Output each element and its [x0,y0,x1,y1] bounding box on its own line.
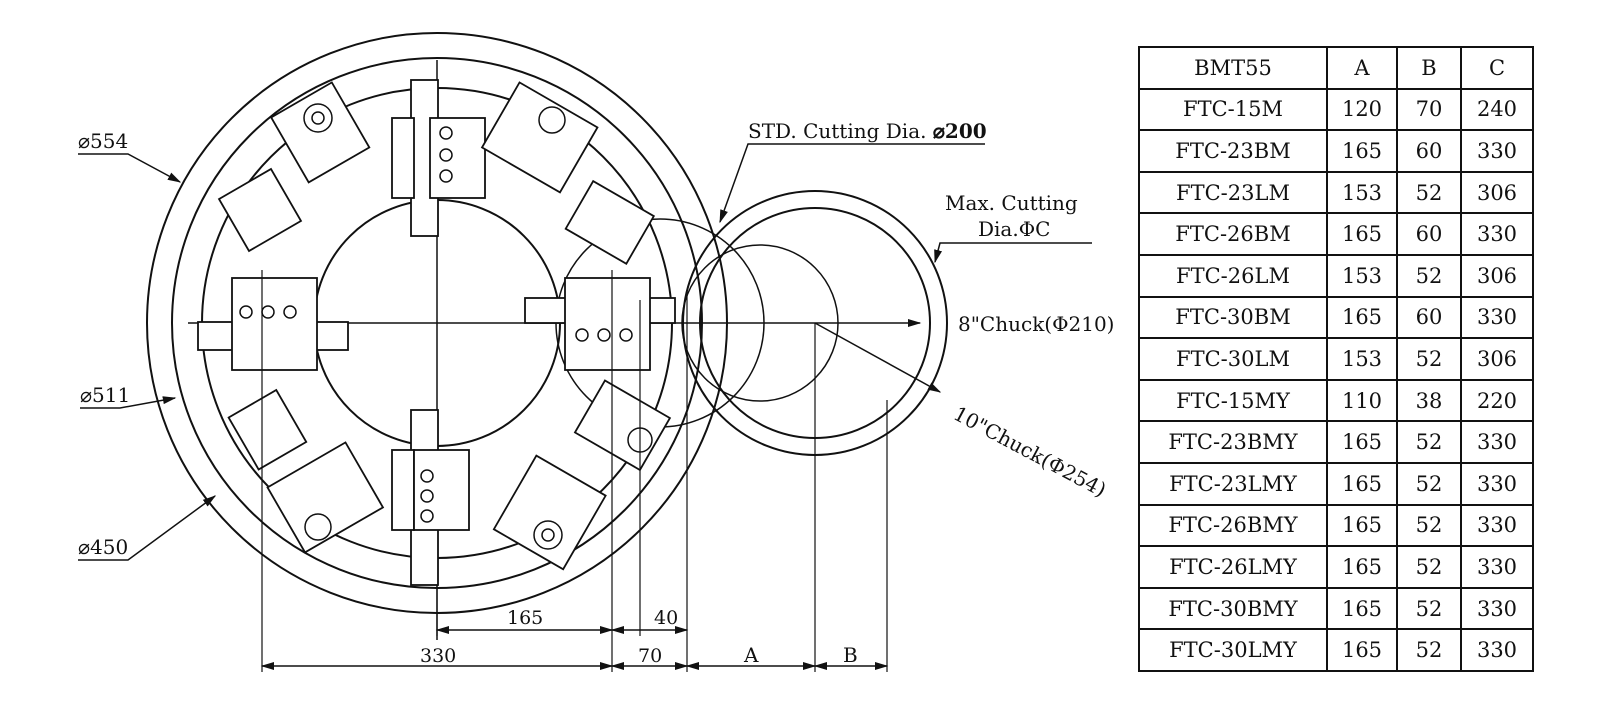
b-cell: 52 [1396,461,1462,506]
label-chuck8: 8"Chuck(Φ210) [958,312,1114,336]
label-std-cutting-value: ⌀200 [933,119,987,143]
a-cell: 165 [1326,503,1398,548]
model-cell: FTC-23BMY [1138,420,1328,464]
header-model: BMT55 [1138,46,1328,90]
a-cell: 165 [1326,545,1398,589]
b-cell: 52 [1396,337,1462,381]
a-cell: 110 [1326,378,1398,423]
label-max-cutting-dia: Dia.ΦC [978,217,1050,241]
b-cell: 52 [1396,503,1462,548]
table-header-row: BMT55 A B C [1138,46,1534,90]
header-c: C [1460,46,1534,90]
c-cell: 330 [1460,295,1534,340]
model-cell: FTC-15MY [1138,378,1328,423]
label-d511: ⌀511 [80,383,130,407]
label-d450: ⌀450 [78,535,128,559]
b-cell: 70 [1396,87,1462,132]
a-cell: 165 [1326,461,1398,506]
model-cell: FTC-26BMY [1138,503,1328,548]
c-cell: 330 [1460,586,1534,631]
c-cell: 330 [1460,212,1534,256]
a-cell: 165 [1326,420,1398,464]
c-cell: 330 [1460,420,1534,464]
dim-70: 70 [638,645,662,667]
b-cell: 52 [1396,253,1462,298]
a-cell: 165 [1326,295,1398,340]
model-cell: FTC-30LM [1138,337,1328,381]
model-cell: FTC-23LMY [1138,461,1328,506]
a-cell: 165 [1326,628,1398,672]
header-a: A [1326,46,1398,90]
b-cell: 60 [1396,129,1462,173]
dim-B: B [843,643,858,667]
turret-drawing: ⌀554 ⌀511 ⌀450 STD. Cutting Dia. ⌀200 Ma… [78,32,1114,672]
b-cell: 52 [1396,628,1462,672]
c-cell: 330 [1460,628,1534,672]
model-cell: FTC-26BM [1138,212,1328,256]
c-cell: 330 [1460,545,1534,589]
dim-40: 40 [654,607,678,629]
label-std-cutting: STD. Cutting Dia. [748,119,927,143]
a-cell: 153 [1326,253,1398,298]
a-cell: 153 [1326,170,1398,215]
c-cell: 306 [1460,170,1534,215]
a-cell: 165 [1326,212,1398,256]
c-cell: 306 [1460,253,1534,298]
header-b: B [1396,46,1462,90]
b-cell: 60 [1396,212,1462,256]
label-chuck10: 10"Chuck(Φ254) [950,401,1111,502]
b-cell: 52 [1396,586,1462,631]
label-max-cutting: Max. Cutting [945,191,1078,215]
c-cell: 306 [1460,337,1534,381]
model-cell: FTC-15M [1138,87,1328,132]
model-cell: FTC-23LM [1138,170,1328,215]
a-cell: 165 [1326,586,1398,631]
model-cell: FTC-23BM [1138,129,1328,173]
c-cell: 330 [1460,503,1534,548]
svg-text:STD. Cutting Dia. ⌀200: STD. Cutting Dia. ⌀200 [748,119,987,143]
label-d554: ⌀554 [78,129,128,153]
dim-A: A [743,643,759,667]
model-cell: FTC-30BM [1138,295,1328,340]
model-cell: FTC-30BMY [1138,586,1328,631]
model-cell: FTC-30LMY [1138,628,1328,672]
a-cell: 120 [1326,87,1398,132]
a-cell: 165 [1326,129,1398,173]
c-cell: 330 [1460,461,1534,506]
b-cell: 52 [1396,170,1462,215]
b-cell: 60 [1396,295,1462,340]
model-cell: FTC-26LMY [1138,545,1328,589]
a-cell: 153 [1326,337,1398,381]
dim-165: 165 [507,607,543,629]
c-cell: 240 [1460,87,1534,132]
dim-330: 330 [420,645,456,667]
c-cell: 330 [1460,129,1534,173]
model-cell: FTC-26LM [1138,253,1328,298]
c-cell: 220 [1460,378,1534,423]
b-cell: 52 [1396,545,1462,589]
b-cell: 38 [1396,378,1462,423]
b-cell: 52 [1396,420,1462,464]
